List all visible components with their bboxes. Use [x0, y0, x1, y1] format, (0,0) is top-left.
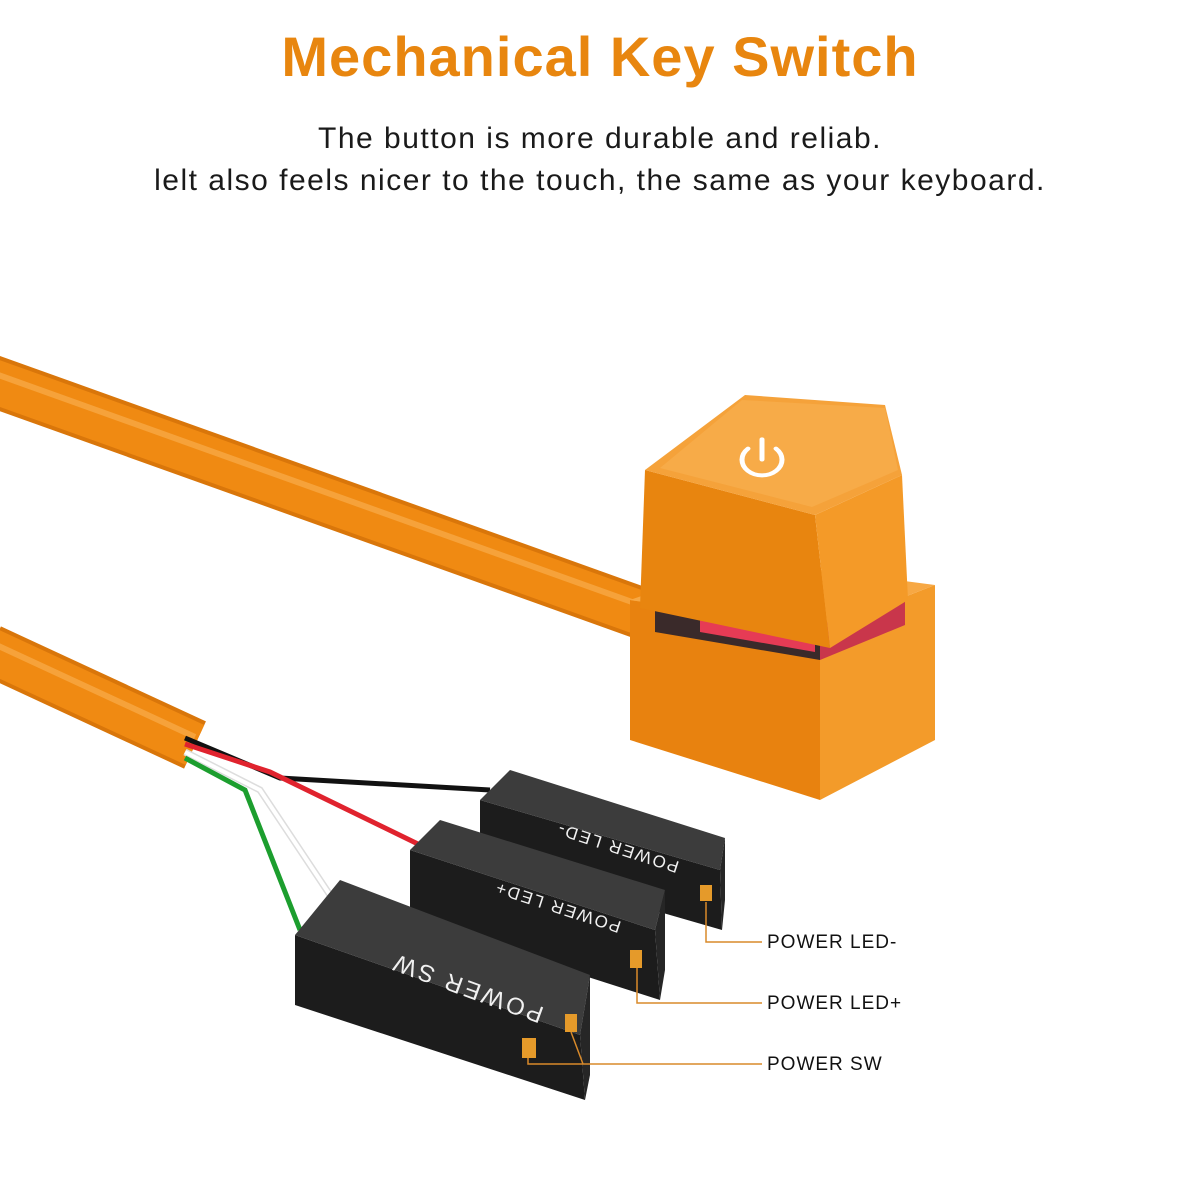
pin-power-led-plus: [630, 950, 642, 968]
page-subtitle: The button is more durable and reliab. l…: [0, 118, 1200, 202]
callout-power-led-minus: POWER LED-: [767, 932, 898, 953]
pin-power-sw-2: [565, 1014, 577, 1032]
pin-power-led-minus: [700, 885, 712, 901]
connector-power-led-plus: POWER LED+: [410, 820, 665, 1000]
callout-power-sw: POWER SW: [767, 1054, 883, 1075]
callout-lines: [527, 902, 762, 1065]
callout-power-led-plus: POWER LED+: [767, 993, 903, 1014]
lower-cable: [0, 626, 206, 769]
key-switch: [630, 395, 935, 800]
pin-power-sw-1: [522, 1038, 536, 1058]
connector-power-sw: POWER SW: [295, 880, 590, 1100]
upper-cable: [0, 355, 669, 645]
subtitle-line-1: The button is more durable and reliab.: [318, 122, 882, 155]
wires: [183, 735, 491, 931]
subtitle-line-2: lelt also feels nicer to the touch, the …: [154, 164, 1046, 197]
power-icon: [739, 437, 785, 478]
page-title: Mechanical Key Switch: [281, 25, 919, 88]
